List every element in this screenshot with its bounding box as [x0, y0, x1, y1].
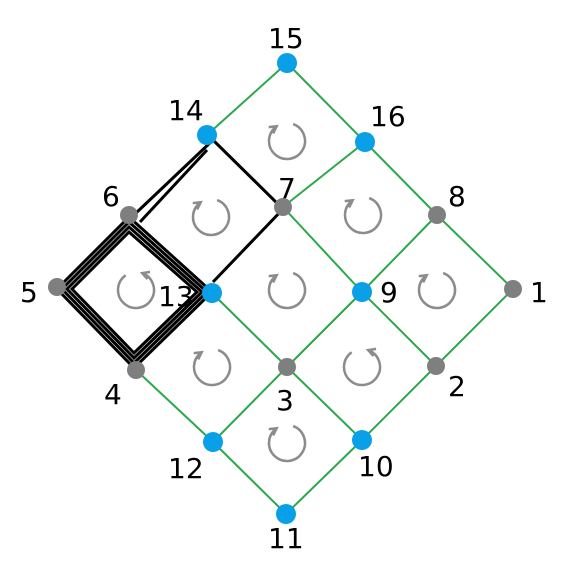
node-13 [202, 283, 222, 303]
rotation-arrow-clockwise [267, 122, 307, 161]
spiral-winding [69, 229, 200, 356]
rotation-arc [417, 271, 457, 310]
node-10 [352, 430, 372, 450]
rotation-arrow-clockwise [267, 424, 307, 463]
edge-15-14 [206, 62, 288, 136]
edge-16-7 [282, 141, 366, 208]
edges-layer [135, 62, 514, 515]
node-5 [48, 278, 66, 296]
rotation-arrowhead [193, 350, 204, 360]
rotation-arc [192, 348, 232, 387]
rotation-arc [116, 271, 156, 310]
label-node-16: 16 [370, 100, 406, 133]
rotation-arrow-clockwise [267, 271, 307, 310]
label-node-13: 13 [158, 280, 194, 313]
rotation-arc [267, 424, 307, 463]
rotation-arrows-layer [116, 122, 457, 463]
node-6 [120, 206, 138, 224]
label-node-7: 7 [278, 172, 296, 205]
rotation-arrowhead [344, 198, 355, 208]
node-4 [127, 361, 145, 379]
rotation-arrowhead [268, 124, 279, 134]
rotation-arrowhead [268, 273, 279, 283]
edge-11-10 [285, 439, 363, 515]
edge-12-11 [212, 441, 287, 515]
label-node-1: 1 [530, 276, 548, 309]
edge-9-8 [361, 214, 438, 293]
node-7 [274, 198, 292, 216]
edge-12-3 [212, 366, 288, 443]
rotation-arrow-clockwise [343, 196, 383, 235]
label-node-2: 2 [448, 370, 466, 403]
edge-2-1 [435, 288, 514, 367]
node-14 [197, 125, 217, 145]
edge-16-8 [364, 141, 438, 216]
rotation-arrowhead [365, 347, 377, 357]
node-12 [203, 432, 223, 452]
edge-3-10 [286, 366, 363, 441]
rotation-arc [191, 198, 231, 237]
rotation-arrowhead [418, 273, 429, 283]
label-node-10: 10 [358, 450, 394, 483]
rotation-arrow-clockwise [417, 271, 457, 310]
rotation-arrow-clockwise [192, 348, 232, 387]
rotation-arrow-counterclockwise [116, 270, 156, 310]
label-node-6: 6 [102, 180, 120, 213]
label-node-11: 11 [268, 522, 304, 555]
rotation-arc [342, 348, 382, 387]
node-16 [355, 132, 375, 152]
rotation-arrow-clockwise [191, 198, 231, 237]
label-node-4: 4 [104, 378, 122, 411]
spiral-outer-leg [138, 148, 209, 224]
node-1 [504, 280, 522, 298]
node-11 [276, 504, 296, 524]
edge-8-1 [436, 214, 514, 290]
spiral-path [54, 137, 286, 371]
label-node-3: 3 [276, 384, 294, 417]
node-15 [277, 53, 297, 73]
rotation-arrowhead [139, 270, 151, 280]
rotation-arc [267, 271, 307, 310]
spiral-outer-loop [134, 137, 286, 284]
edge-10-2 [361, 365, 437, 441]
node-8 [428, 206, 446, 224]
rotation-arrowhead [268, 426, 279, 436]
edge-13-3 [211, 292, 288, 368]
label-node-8: 8 [448, 180, 466, 213]
nodes-layer [48, 53, 522, 524]
label-node-15: 15 [268, 22, 304, 55]
rotation-arc [343, 196, 383, 235]
edge-3-9 [286, 291, 363, 368]
label-node-12: 12 [168, 452, 204, 485]
node-2 [427, 357, 445, 375]
label-node-14: 14 [168, 94, 204, 127]
edge-9-2 [361, 291, 437, 367]
edge-4-12 [135, 369, 214, 443]
label-node-9: 9 [380, 276, 398, 309]
spiral-winding [64, 224, 205, 361]
rotation-arrowhead [192, 200, 203, 210]
node-9 [352, 282, 372, 302]
rotation-arrow-counterclockwise [342, 347, 382, 387]
rotation-arc [267, 122, 307, 161]
edge-7-9 [282, 206, 363, 293]
edge-15-16 [286, 62, 366, 143]
node-3 [278, 358, 296, 376]
label-node-5: 5 [20, 276, 38, 309]
